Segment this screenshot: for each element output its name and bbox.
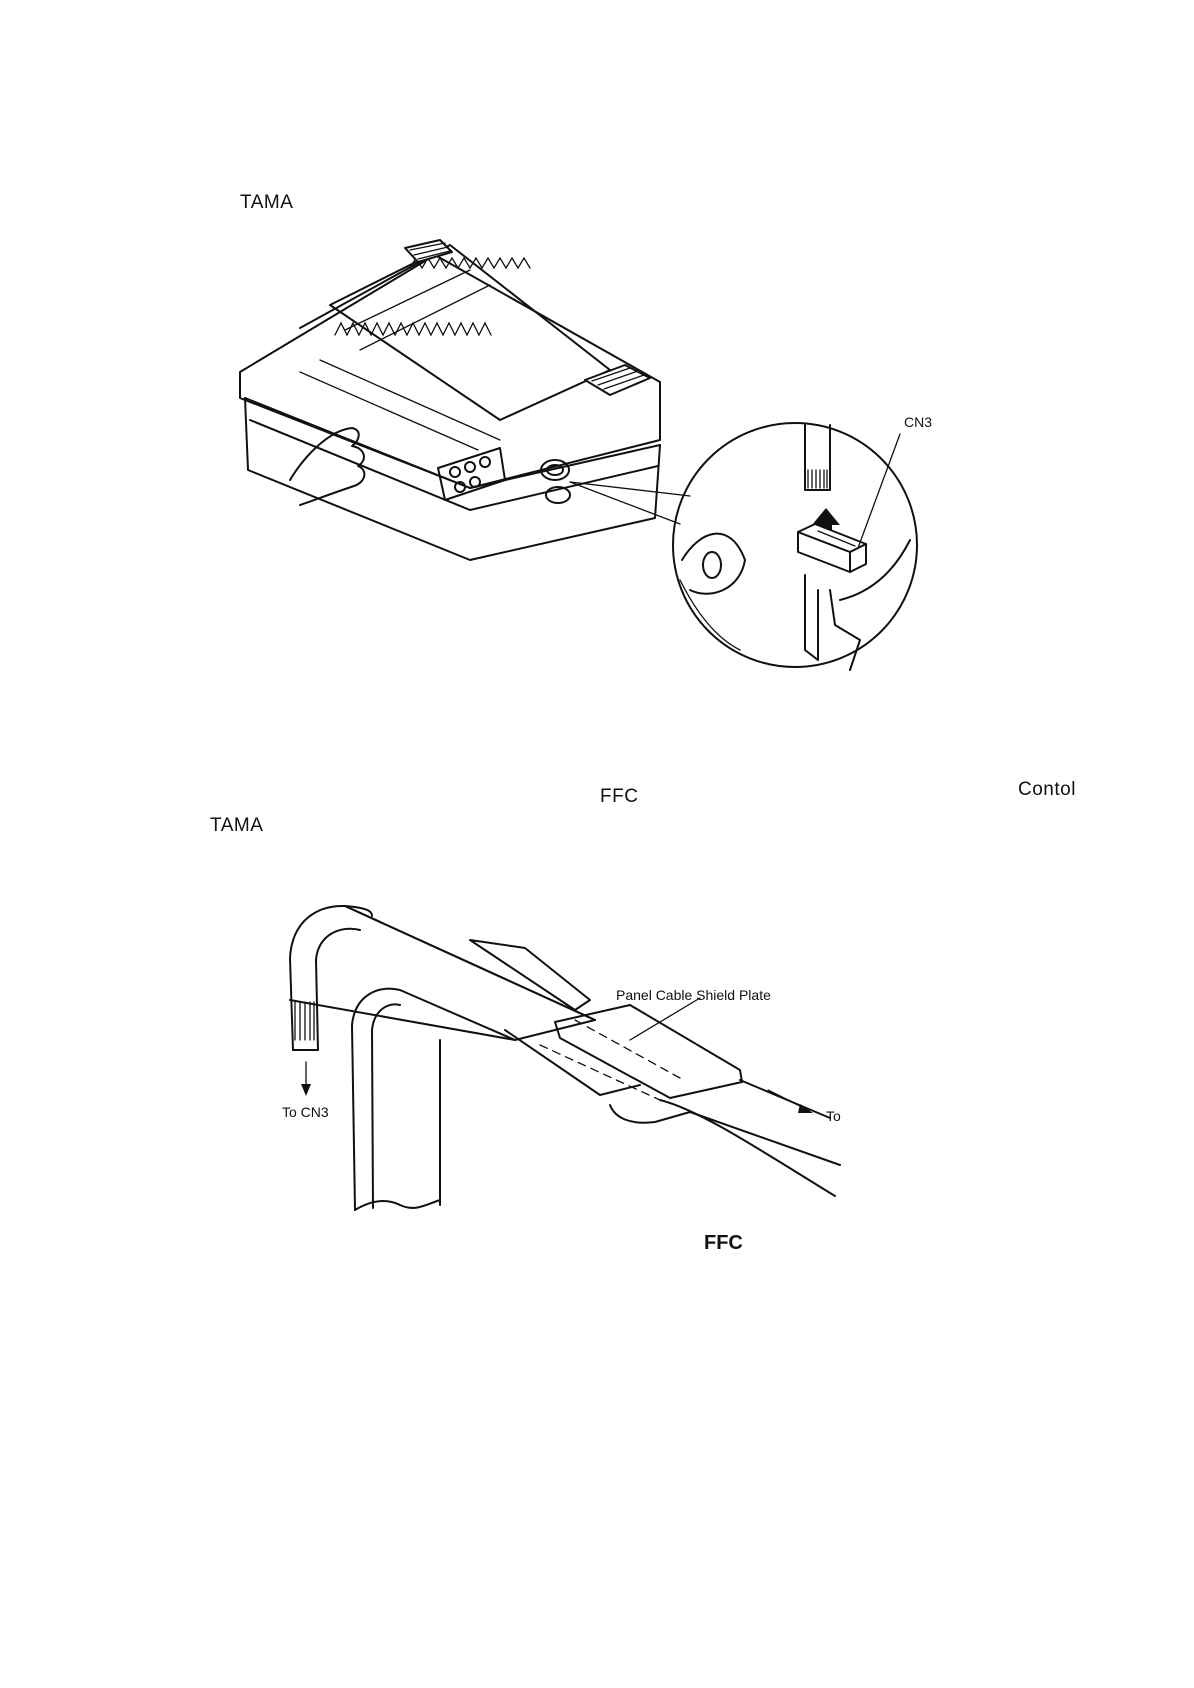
ffc-cable-routing-icon <box>290 906 840 1210</box>
printer-body-icon <box>240 240 660 560</box>
cn3-detail-magnifier-icon <box>673 423 917 670</box>
